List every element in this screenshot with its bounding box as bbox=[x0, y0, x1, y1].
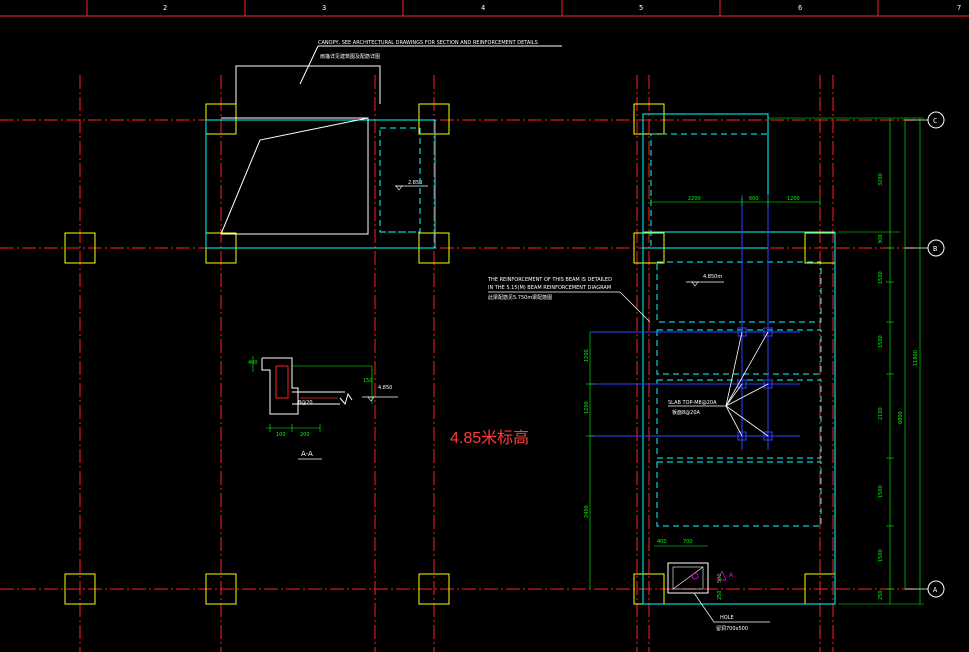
dim-top: 2200 bbox=[688, 196, 701, 202]
dim-right: 1500 bbox=[878, 549, 884, 562]
section-dim-top: 400 bbox=[248, 360, 258, 366]
hole-note-cn: 留洞700x500 bbox=[716, 625, 748, 632]
column-number: 6 bbox=[798, 4, 802, 12]
axis-bubble-a bbox=[927, 580, 945, 598]
slab-plan: 4.850m SLAB TOP-M8@20A 板面8@20A bbox=[487, 113, 924, 632]
slab-elevation: 4.850m bbox=[703, 274, 722, 280]
reinforcement-note-cn: 此梁配筋见5.750m梁配筋图 bbox=[488, 294, 552, 301]
dim-right: 1500 bbox=[878, 335, 884, 348]
row-axis-markers: C B A bbox=[905, 111, 945, 598]
hole-note: HOLE bbox=[720, 615, 734, 621]
hole-dim: 250 bbox=[717, 590, 723, 600]
dim-left: 2400 bbox=[584, 505, 590, 518]
dim-left: 1200 bbox=[584, 349, 590, 362]
dim-top: 600 bbox=[749, 196, 759, 202]
column bbox=[418, 573, 450, 605]
axis-label-a: A bbox=[933, 586, 938, 594]
hole-dim: 500 bbox=[717, 573, 723, 583]
columns bbox=[64, 103, 836, 605]
section-dim-200: 200 bbox=[300, 432, 310, 438]
canopy-note-cn: 雨篷详见建筑图及配筋详图 bbox=[320, 53, 380, 60]
hole-opening bbox=[667, 562, 709, 594]
canopy-note: CANOPY, SEE ARCHITECTURAL DRAWINGS FOR S… bbox=[318, 40, 538, 46]
axis-bubble-c bbox=[927, 111, 945, 129]
dim-right: 250 bbox=[878, 590, 884, 600]
hole-dim: 400 bbox=[657, 539, 667, 545]
axis-grid bbox=[0, 75, 920, 652]
section-dim-side: 150 bbox=[363, 378, 373, 384]
column-number: 4 bbox=[481, 4, 485, 12]
axis-bubble-b bbox=[927, 239, 945, 257]
canopy-elevation: 2.850 bbox=[408, 180, 422, 186]
reinforcement-note-1: THE REINFORCEMENT OF THIS BEAM IS DETAIL… bbox=[487, 277, 612, 283]
hole-mark: A bbox=[729, 572, 734, 579]
axis-label-c: C bbox=[933, 117, 937, 125]
section-dim-100: 100 bbox=[276, 432, 286, 438]
slab-top-note: SLAB TOP-M8@20A bbox=[668, 400, 717, 406]
column bbox=[64, 573, 96, 605]
column-number: 7 bbox=[957, 4, 961, 12]
reinforcement-note-2: IN THE 5.15(M) BEAM REINFORCEMENT DIAGRA… bbox=[488, 285, 611, 291]
dim-left: 1200 bbox=[584, 401, 590, 414]
hole-dim: 700 bbox=[683, 539, 693, 545]
dim-right: 1500 bbox=[878, 485, 884, 498]
dim-right: 2100 bbox=[878, 407, 884, 420]
section-elevation: 4.850 bbox=[378, 385, 392, 391]
section-aa-detail: 8@20 150 400 4.850 100 200 A-A bbox=[248, 356, 398, 460]
axis-label-b: B bbox=[933, 245, 937, 253]
dim-top: 1200 bbox=[787, 196, 800, 202]
column bbox=[418, 103, 450, 135]
dim-right: 3200 bbox=[878, 173, 884, 186]
column-number: 2 bbox=[163, 4, 167, 12]
dim-right-mid: 6800 bbox=[898, 411, 904, 424]
slab-top-note-cn: 板面8@20A bbox=[672, 409, 701, 416]
section-bar-note: 8@20 bbox=[298, 400, 313, 406]
canopy-area: CANOPY, SEE ARCHITECTURAL DRAWINGS FOR S… bbox=[205, 40, 562, 249]
dim-right-total: 11800 bbox=[913, 350, 919, 366]
column bbox=[64, 232, 96, 264]
dim-right: 1500 bbox=[878, 271, 884, 284]
column-number-ruler: 2 3 4 5 6 7 bbox=[0, 0, 969, 17]
dim-right: 300 bbox=[878, 234, 884, 244]
column-number: 5 bbox=[639, 4, 643, 12]
elevation-highlight-label: 4.85米标高 bbox=[450, 430, 530, 447]
section-title: A-A bbox=[301, 450, 313, 458]
column-number: 3 bbox=[322, 4, 326, 12]
column bbox=[633, 103, 665, 135]
column bbox=[205, 573, 237, 605]
column bbox=[205, 103, 237, 135]
